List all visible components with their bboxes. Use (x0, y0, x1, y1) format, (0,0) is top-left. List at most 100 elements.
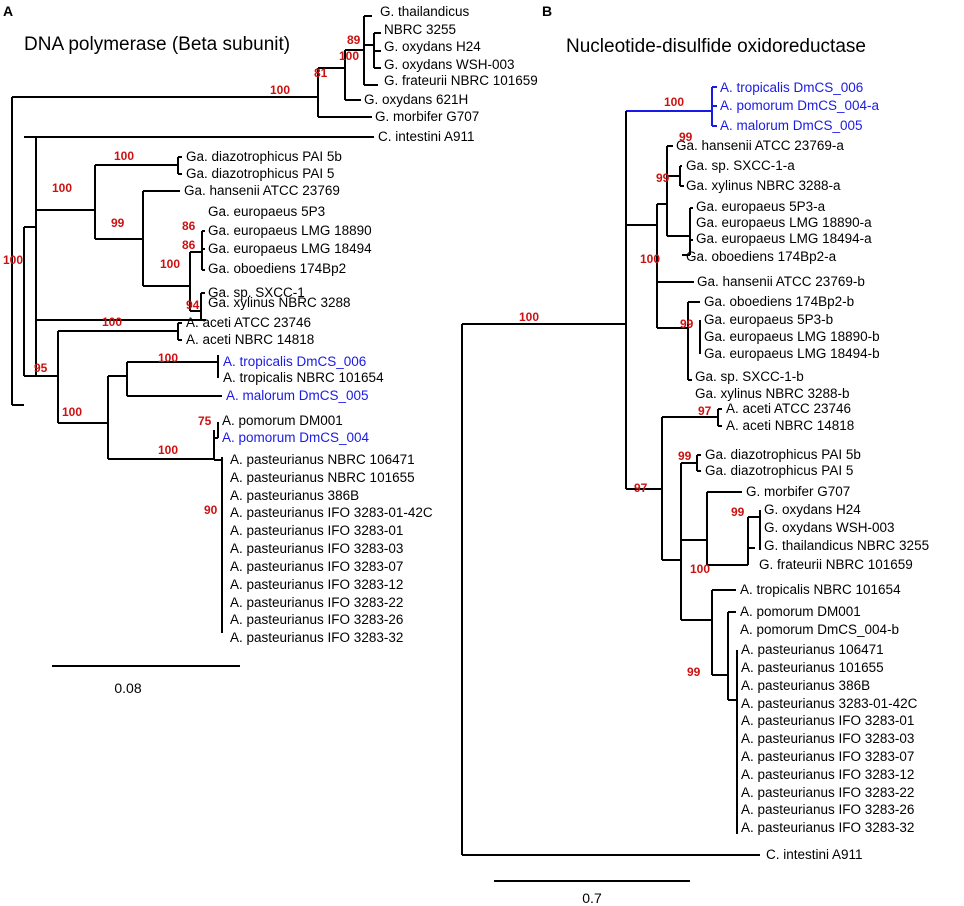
panel-a-letter: A (3, 3, 13, 19)
taxon-label: A. tropicalis NBRC 101654 (740, 582, 901, 597)
bootstrap-value: 100 (102, 315, 122, 329)
taxon-label: Ga. hansenii ATCC 23769 (184, 183, 340, 198)
taxon-label: A. pasteurianus IFO 3283-12 (230, 577, 403, 592)
taxon-label: A. pomorum DM001 (740, 604, 861, 619)
taxon-label: G. thailandicus (380, 4, 470, 19)
taxon-label: C. intestini A911 (766, 847, 863, 862)
bootstrap-value: 100 (690, 562, 710, 576)
taxon-label: G. morbifer G707 (746, 484, 850, 499)
taxon-label: G. morbifer G707 (375, 109, 479, 124)
taxon-label: G. oxydans 621H (364, 92, 468, 107)
panel-b: B Nucleotide-disulfide oxidoreductase (461, 3, 929, 906)
panel-a-title: DNA polymerase (Beta subunit) (24, 34, 290, 55)
taxon-label-highlighted: A. pomorum DmCS_004 (222, 430, 370, 445)
taxon-label: G. frateurii NBRC 101659 (759, 557, 913, 572)
panel-a: A DNA polymerase (Beta subunit) (3, 3, 538, 696)
taxon-label: C. intestini A911 (378, 129, 475, 144)
taxon-label: Ga. europaeus 5P3-b (704, 312, 833, 327)
taxon-label: Ga. sp. SXCC-1-b (695, 369, 804, 384)
taxon-label: A. pasteurianus 3283-01-42C (741, 696, 918, 711)
taxon-label: A. tropicalis NBRC 101654 (223, 370, 384, 385)
panel-b-taxa: A. tropicalis DmCS_006 A. pomorum DmCS_0… (676, 80, 929, 862)
taxon-label: Ga. xylinus NBRC 3288-b (695, 386, 850, 401)
taxon-label: Ga. europaeus LMG 18890-a (696, 215, 872, 230)
taxon-label: A. pomorum DM001 (222, 413, 343, 428)
taxon-label: A. pasteurianus 106471 (741, 642, 884, 657)
taxon-label: A. pasteurianus IFO 3283-03 (741, 731, 914, 746)
taxon-label: Ga. hansenii ATCC 23769-b (697, 274, 865, 289)
panel-a-scale-label: 0.08 (114, 680, 141, 696)
panel-b-scale-label: 0.7 (582, 890, 602, 906)
taxon-label: G. frateurii NBRC 101659 (384, 73, 538, 88)
taxon-label: Ga. xylinus NBRC 3288 (208, 295, 351, 310)
panel-b-bootstrap-values: 100 99 99 100 99 100 97 99 97 99 100 99 (519, 95, 745, 679)
bootstrap-value: 100 (664, 95, 684, 109)
taxon-label: A. pasteurianus IFO 3283-32 (741, 820, 914, 835)
taxon-label: G. oxydans H24 (764, 502, 861, 517)
taxon-label: A. pasteurianus 101655 (741, 660, 884, 675)
taxon-label-highlighted: A. tropicalis DmCS_006 (720, 80, 863, 95)
bootstrap-value: 81 (314, 66, 328, 80)
bootstrap-value: 99 (111, 216, 125, 230)
panel-b-letter: B (542, 3, 552, 19)
taxon-label: Ga. sp. SXCC-1 (208, 285, 305, 300)
bootstrap-value: 86 (182, 238, 196, 252)
taxon-label: G. oxydans H24 (384, 39, 481, 54)
taxon-label: G. thailandicus NBRC 3255 (764, 538, 929, 553)
taxon-label: A. pasteurianus NBRC 106471 (230, 452, 415, 467)
taxon-label: Ga. europaeus LMG 18890-b (704, 329, 880, 344)
taxon-label: Ga. europaeus 5P3 (208, 204, 325, 219)
bootstrap-value: 86 (182, 219, 196, 233)
bootstrap-value: 100 (3, 253, 23, 267)
taxon-label: Ga. oboediens 174Bp2 (208, 261, 346, 276)
taxon-label: A. pasteurianus 386B (230, 488, 359, 503)
taxon-label: A. aceti NBRC 14818 (726, 418, 854, 433)
taxon-label: Ga. europaeus LMG 18890 (208, 223, 372, 238)
taxon-label: A. aceti NBRC 14818 (186, 332, 314, 347)
taxon-label: A. pasteurianus IFO 3283-01-42C (230, 505, 433, 520)
bootstrap-value: 99 (687, 665, 701, 679)
bootstrap-value: 100 (114, 149, 134, 163)
bootstrap-value: 100 (158, 351, 178, 365)
bootstrap-value: 99 (656, 171, 670, 185)
taxon-label: Ga. oboediens 174Bp2-a (686, 249, 837, 264)
taxon-label: A. pasteurianus IFO 3283-22 (230, 595, 403, 610)
taxon-label: Ga. diazotrophicus PAI 5 (705, 463, 853, 478)
panel-a-taxa: G. thailandicus NBRC 3255 G. oxydans H24… (184, 4, 538, 645)
taxon-label: A. pasteurianus NBRC 101655 (230, 470, 415, 485)
taxon-label: Ga. diazotrophicus PAI 5b (186, 149, 342, 164)
taxon-label: A. pasteurianus IFO 3283-26 (230, 612, 403, 627)
taxon-label: A. aceti ATCC 23746 (186, 315, 311, 330)
bootstrap-value: 100 (158, 443, 178, 457)
bootstrap-value: 100 (339, 49, 359, 63)
bootstrap-value: 97 (634, 481, 648, 495)
taxon-label: G. oxydans WSH-003 (384, 57, 515, 72)
bootstrap-value: 94 (186, 298, 200, 312)
taxon-label-highlighted: A. malorum DmCS_005 (720, 118, 863, 133)
taxon-label: NBRC 3255 (384, 22, 456, 37)
panel-b-branches (461, 86, 761, 882)
taxon-label: Ga. hansenii ATCC 23769-a (676, 138, 844, 153)
taxon-label-highlighted: A. malorum DmCS_005 (226, 388, 369, 403)
bootstrap-value: 100 (519, 310, 539, 324)
bootstrap-value: 100 (640, 252, 660, 266)
taxon-label: A. pasteurianus IFO 3283-01 (741, 713, 914, 728)
taxon-label: A. pasteurianus IFO 3283-07 (230, 559, 403, 574)
taxon-label: A. pasteurianus IFO 3283-07 (741, 749, 914, 764)
taxon-label-highlighted: A. tropicalis DmCS_006 (223, 354, 366, 369)
taxon-label: Ga. europaeus LMG 18494-b (704, 346, 880, 361)
bootstrap-value: 89 (347, 33, 361, 47)
panel-a-branches (11, 15, 381, 667)
taxon-label: Ga. europaeus 5P3-a (696, 199, 826, 214)
taxon-label: Ga. europaeus LMG 18494 (208, 241, 372, 256)
bootstrap-value: 100 (62, 405, 82, 419)
taxon-label: Ga. sp. SXCC-1-a (686, 158, 795, 173)
taxon-label: A. pasteurianus IFO 3283-26 (741, 802, 914, 817)
taxon-label: Ga. xylinus NBRC 3288-a (686, 178, 841, 193)
taxon-label: Ga. diazotrophicus PAI 5 (186, 166, 334, 181)
bootstrap-value: 95 (34, 361, 48, 375)
bootstrap-value: 99 (679, 130, 693, 144)
taxon-label: Ga. oboediens 174Bp2-b (704, 294, 854, 309)
taxon-label: A. pasteurianus IFO 3283-03 (230, 541, 403, 556)
